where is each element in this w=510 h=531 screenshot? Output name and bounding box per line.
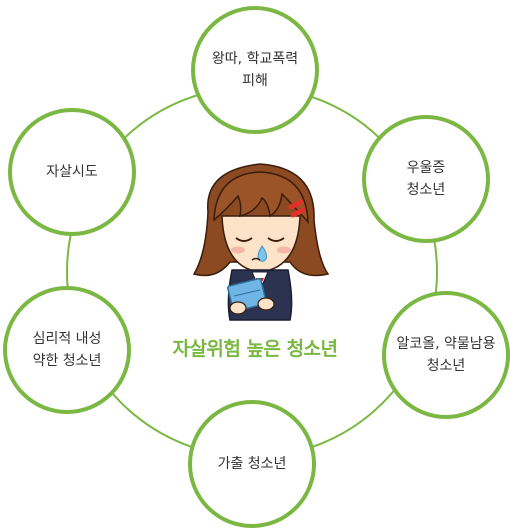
node-alcohol-label: 알코올, 약물남용 청소년 [396, 336, 496, 374]
node-bullying-label: 왕따, 학교폭력 피해 [211, 51, 299, 89]
node-depression-label: 우울증 청소년 [406, 160, 446, 198]
node-depression: 우울증 청소년 [362, 115, 490, 243]
node-bullying: 왕따, 학교폭력 피해 [191, 6, 319, 134]
node-runaway-label: 가출 청소년 [217, 456, 287, 472]
node-suicide-attempt-label: 자살시도 [46, 164, 98, 180]
node-runaway: 가출 청소년 [188, 400, 316, 528]
node-alcohol: 알코올, 약물남용 청소년 [382, 291, 510, 419]
center-label: 자살위험 높은 청소년 [172, 338, 338, 360]
node-introvert: 심리적 내성 약한 청소년 [3, 286, 131, 414]
crying-girl-illustration [192, 163, 330, 321]
node-suicide-attempt: 자살시도 [8, 108, 136, 236]
node-introvert-label: 심리적 내성 약한 청소년 [32, 331, 102, 369]
